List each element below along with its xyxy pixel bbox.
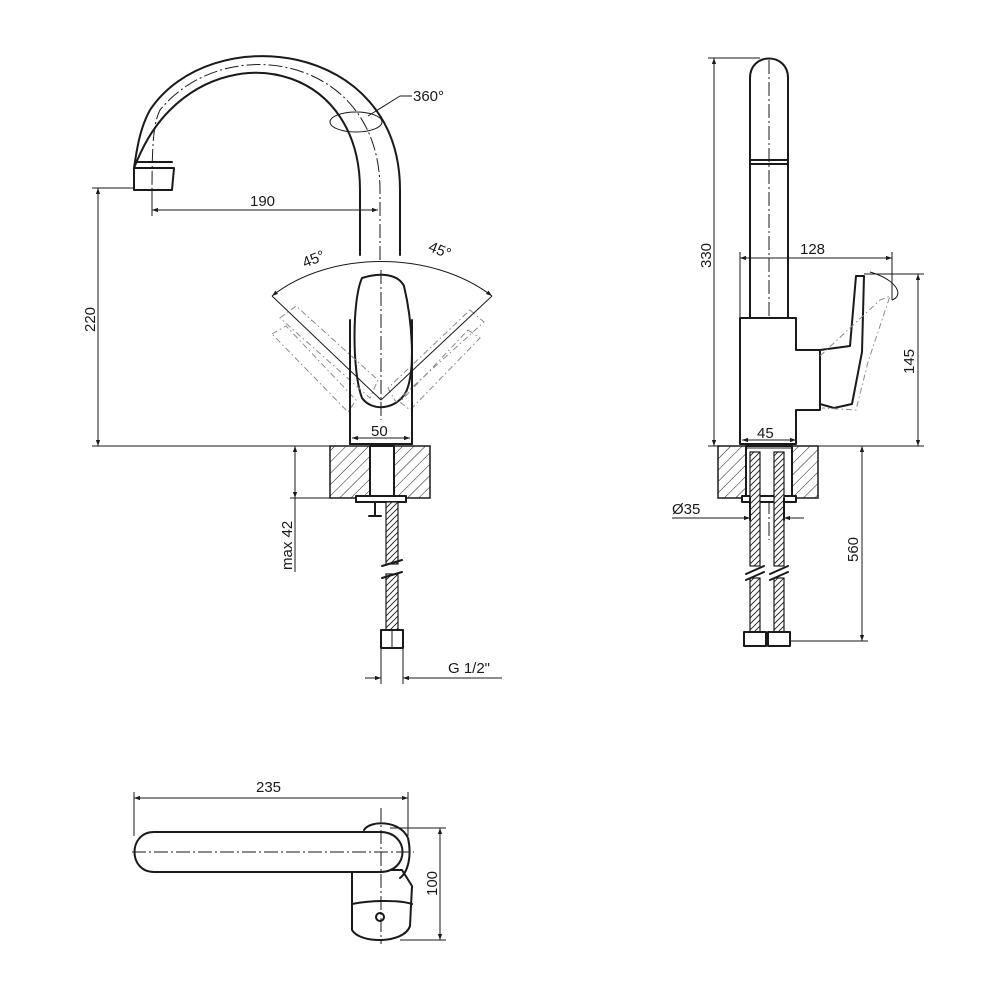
top-width-label: 100	[424, 871, 441, 896]
spout-tip	[133, 167, 175, 191]
handle-height-label: 145	[901, 349, 918, 374]
hose-break-front	[381, 559, 403, 579]
hose-break-side	[745, 565, 789, 581]
mount-shaft-front	[369, 445, 395, 499]
hose-nut-side-left	[743, 631, 767, 647]
side-body	[739, 317, 821, 445]
hose-side-right-lower	[773, 577, 785, 633]
spout-centerline	[151, 64, 381, 260]
lever-ghost-left-2	[271, 325, 357, 413]
rotation-ellipse	[329, 111, 383, 133]
base-width-label: 45	[757, 425, 774, 442]
top-lever	[351, 869, 413, 942]
mount-washer-front	[355, 495, 407, 503]
rotation-leader	[367, 95, 401, 117]
front-view: 360° 190 45° 45° 220 50 max 42 G 1/2"	[82, 55, 502, 684]
handle-angle-right-label: 45°	[426, 238, 453, 262]
lever-ghost-right	[387, 309, 485, 403]
hose-front-upper	[385, 501, 399, 565]
hose-side-right-upper	[773, 451, 785, 567]
handle-depth-label: 128	[800, 241, 825, 258]
lever-main	[353, 273, 413, 408]
top-view: 235 100	[132, 779, 446, 944]
lever-swing-arc	[271, 261, 493, 297]
handle-angle-left-label: 45°	[300, 247, 327, 271]
spout-length-label: 235	[256, 779, 281, 796]
connection-thread-label: G 1/2"	[448, 660, 490, 677]
spout-arc-inner	[133, 55, 401, 256]
lever-ghost-right-2	[399, 329, 481, 411]
hose-front-lower	[385, 573, 399, 631]
total-height-label: 330	[698, 243, 715, 268]
side-lever-ghost	[819, 295, 891, 411]
body-width-label: 50	[371, 423, 388, 440]
side-lever	[819, 275, 865, 409]
spout-arc	[133, 71, 361, 256]
height-to-spout-label: 220	[82, 307, 99, 332]
top-lever-pin	[375, 912, 385, 922]
hose-side-left-lower	[749, 577, 761, 633]
hose-side-left-upper	[749, 451, 761, 567]
hose-nut-side-right	[767, 631, 791, 647]
rotation-label: 360°	[413, 88, 444, 105]
spout-reach-label: 190	[250, 193, 275, 210]
hole-diameter-label: Ø35	[672, 501, 700, 518]
mount-washer-side	[741, 495, 797, 503]
max-thickness-label: max 42	[279, 521, 296, 570]
lever-ghost-left	[279, 305, 379, 399]
top-body-ring	[363, 822, 411, 879]
side-view: 330 128 145 45 Ø35 560	[672, 57, 924, 647]
hose-length-label: 560	[845, 537, 862, 562]
